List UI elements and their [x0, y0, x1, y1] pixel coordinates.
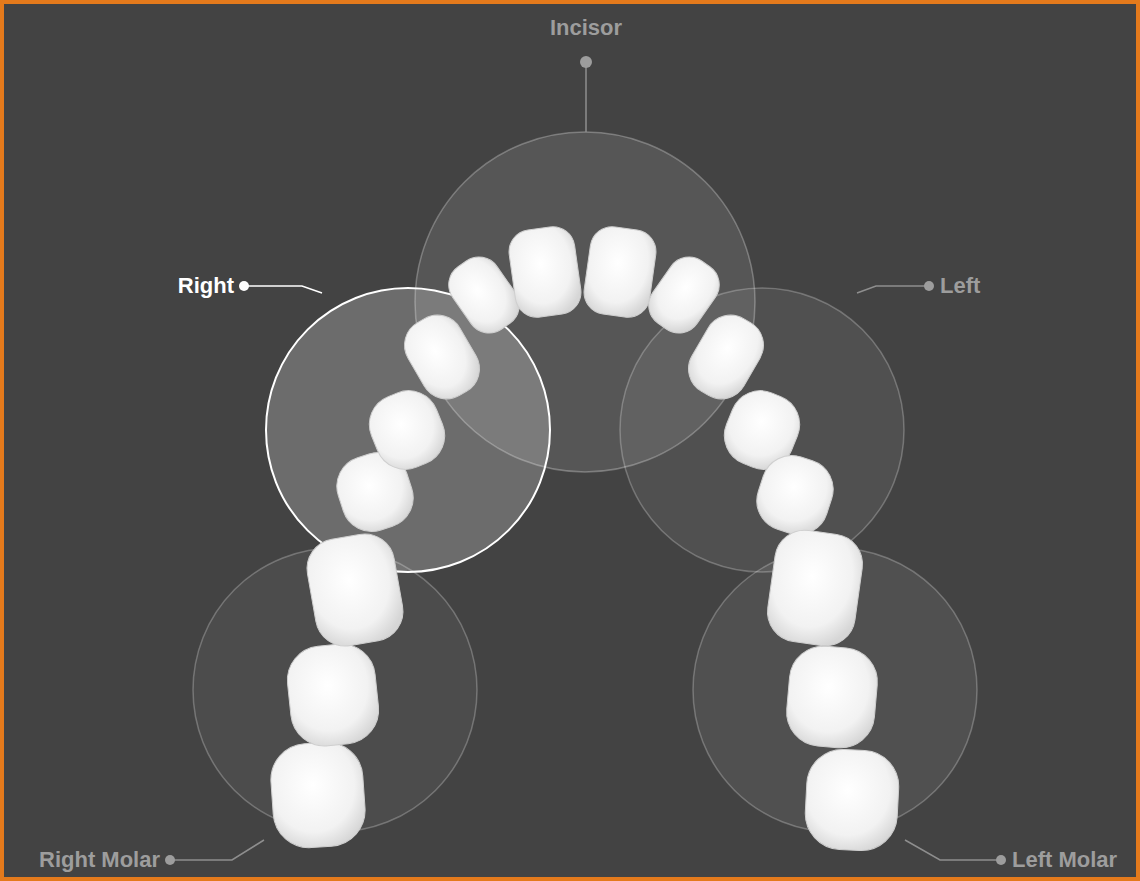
leader-lines	[165, 56, 1006, 865]
right-molar-label: Right Molar	[39, 847, 160, 873]
region-circles	[193, 132, 977, 832]
right-label: Right	[178, 273, 234, 299]
incisor-label: Incisor	[550, 15, 622, 41]
left-label: Left	[940, 273, 980, 299]
teeth	[268, 224, 900, 853]
left-molar-label: Left Molar	[1012, 847, 1117, 873]
